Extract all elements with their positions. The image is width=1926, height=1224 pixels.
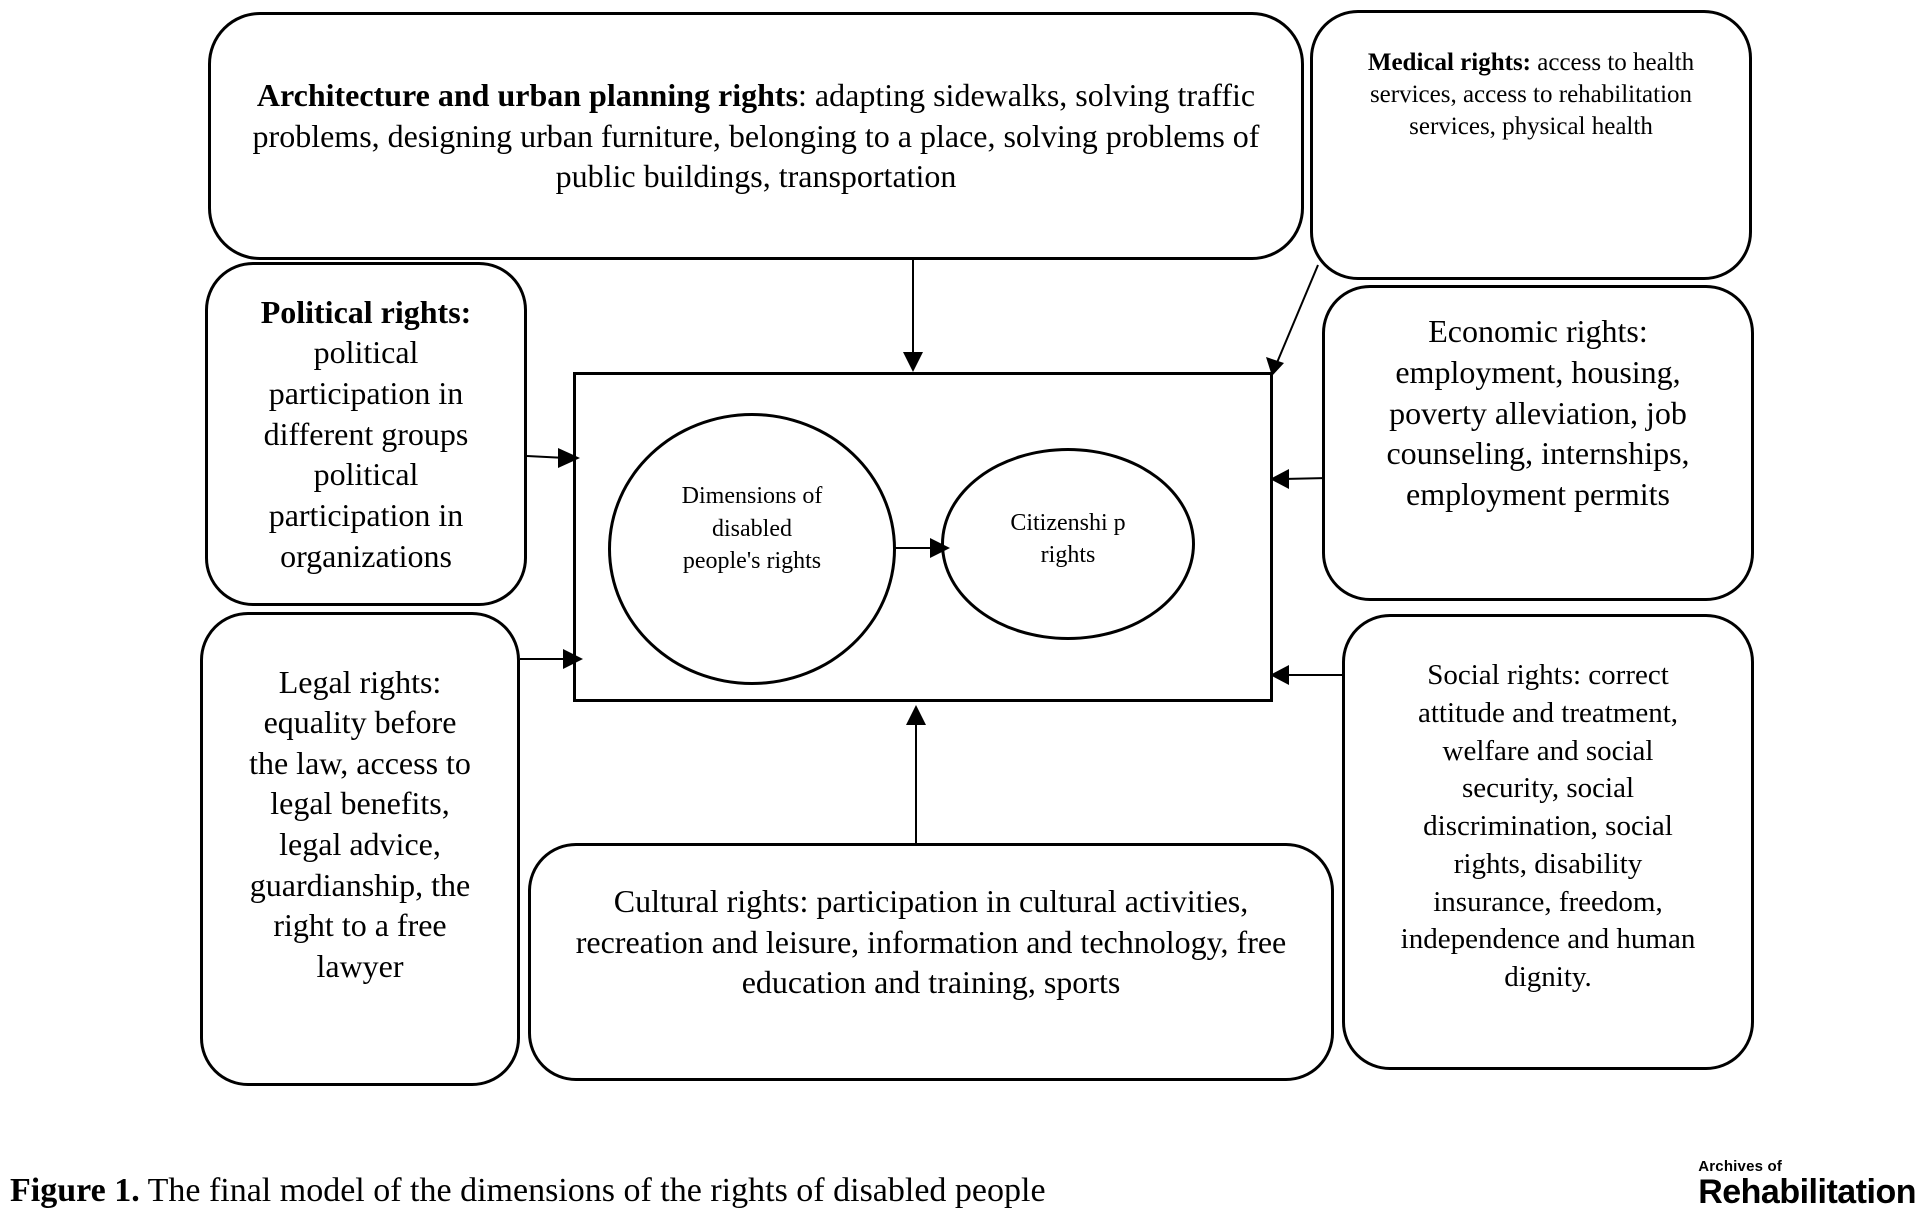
- central-model-frame: [573, 372, 1273, 702]
- figure-caption-text: The final model of the dimensions of the…: [139, 1172, 1046, 1209]
- social-rights-box: Social rights: correct attitude and trea…: [1342, 614, 1754, 1070]
- economic-rights-text: Economic rights: employment, housing, po…: [1386, 313, 1690, 512]
- political-rights-text: Political rights: political participatio…: [232, 292, 500, 576]
- political-rights-body: political participation in different gro…: [263, 334, 469, 574]
- medical-rights-text: Medical rights: access to health service…: [1353, 47, 1709, 142]
- citizenship-label: Citizenshi p rights: [1010, 509, 1126, 568]
- architecture-rights-box: Architecture and urban planning rights: …: [208, 12, 1304, 260]
- political-rights-box: Political rights: political participatio…: [205, 262, 527, 606]
- journal-logo: Archives of Rehabilitation: [1698, 1158, 1916, 1209]
- medical-rights-title: Medical rights:: [1367, 49, 1532, 77]
- social-rights-text: Social rights: correct attitude and trea…: [1400, 659, 1696, 993]
- dimensions-ellipse: Dimensions of disabled people's rights: [608, 413, 896, 685]
- architecture-rights-body: : adapting sidewalks, solving traffic pr…: [252, 77, 1260, 195]
- arrow-medical: [1275, 264, 1319, 366]
- political-rights-title: Political rights:: [260, 293, 472, 330]
- medical-rights-body: access to health services, access to reh…: [1369, 49, 1695, 140]
- legal-rights-box: Legal rights: equality before the law, a…: [200, 612, 520, 1086]
- journal-logo-small: Archives of: [1698, 1158, 1783, 1175]
- citizenship-ellipse: Citizenshi p rights: [941, 448, 1195, 640]
- architecture-rights-text: Architecture and urban planning rights: …: [237, 75, 1275, 197]
- figure-caption-label: Figure 1.: [10, 1172, 140, 1209]
- architecture-rights-title: Architecture and urban planning rights: [256, 77, 799, 114]
- medical-rights-box: Medical rights: access to health service…: [1310, 10, 1752, 280]
- economic-rights-box: Economic rights: employment, housing, po…: [1322, 285, 1754, 601]
- cultural-rights-text: Cultural rights: participation in cultur…: [575, 883, 1287, 1001]
- arrow-economic: [1282, 477, 1329, 480]
- cultural-rights-box: Cultural rights: participation in cultur…: [528, 843, 1334, 1081]
- dimensions-label: Dimensions of disabled people's rights: [681, 483, 823, 575]
- figure-caption: Figure 1. The final model of the dimensi…: [10, 1172, 1046, 1210]
- legal-rights-text: Legal rights: equality before the law, a…: [249, 663, 471, 984]
- journal-logo-big: Rehabilitation: [1698, 1173, 1916, 1211]
